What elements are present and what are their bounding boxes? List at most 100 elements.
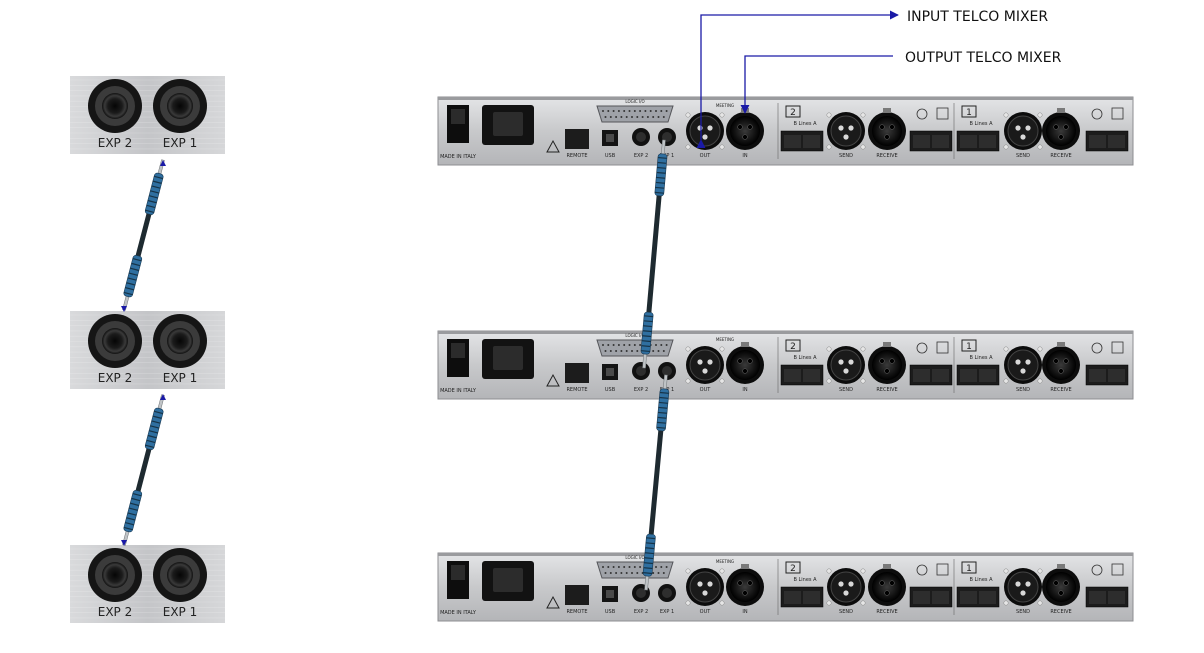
exp1-port <box>658 128 676 146</box>
line2-number: 2 <box>790 108 796 118</box>
line1-number: 1 <box>966 342 972 352</box>
in-label: IN <box>742 609 747 615</box>
line1-send-xlr <box>1003 568 1043 606</box>
phone-icon <box>916 342 928 354</box>
exp1-port-label: EXP 1 <box>660 609 674 615</box>
line1-send-label: SEND <box>1016 609 1030 615</box>
made-in-italy-label: MADE IN ITALY <box>440 388 477 394</box>
exp2-port <box>632 128 650 146</box>
remote-label: REMOTE <box>566 609 587 615</box>
closeup-column: EXP 2 EXP 1 EXP 2 EXP 1 EXP 2 EXP 1 <box>70 76 225 623</box>
line1-rj11-pair <box>956 364 1000 386</box>
line2-send-xlr <box>826 568 866 606</box>
line1-receive-label: RECEIVE <box>1050 609 1071 615</box>
line1-lines-label: B Lines A <box>969 577 993 583</box>
in-label: IN <box>742 387 747 393</box>
line1-lines-label: B Lines A <box>969 355 993 361</box>
exp2-jack-label: EXP 2 <box>98 371 133 385</box>
connection-arrow-icon <box>160 160 166 166</box>
input-telco-mixer-label: INPUT TELCO MIXER <box>907 9 1048 25</box>
usb-label: USB <box>605 387 616 393</box>
logic-io-port <box>596 105 674 123</box>
power-switch <box>447 339 469 377</box>
closeup-panel: EXP 2 EXP 1 <box>70 311 225 389</box>
out-label: OUT <box>700 387 712 393</box>
exp1-jack-label: EXP 1 <box>163 371 198 385</box>
usb-port <box>602 130 618 146</box>
line2-phone-rj11 <box>909 586 953 608</box>
headset-icon <box>1111 107 1124 120</box>
remote-label: REMOTE <box>566 153 587 159</box>
exp1-port <box>658 584 676 602</box>
exp1-jack <box>153 314 207 368</box>
line2-send-xlr <box>826 112 866 150</box>
line1-receive-label: RECEIVE <box>1050 153 1071 159</box>
line2-rj11-pair <box>780 586 824 608</box>
remote-port <box>565 129 589 149</box>
line1-lines-label: B Lines A <box>969 121 993 127</box>
remote-port <box>565 585 589 605</box>
warning-icon <box>546 373 560 387</box>
meeting-label: MEETING <box>716 337 734 342</box>
line1-number: 1 <box>966 108 972 118</box>
power-switch <box>447 561 469 599</box>
line2-phone-rj11 <box>909 130 953 152</box>
closeup-cable <box>122 394 165 546</box>
line2-receive-label: RECEIVE <box>876 153 897 159</box>
exp2-port-label: EXP 2 <box>634 387 648 393</box>
line1-send-xlr <box>1003 346 1043 384</box>
connection-arrow-icon <box>121 306 127 312</box>
phone-icon <box>1091 342 1103 354</box>
in-xlr <box>726 342 764 384</box>
exp1-jack-label: EXP 1 <box>163 605 198 619</box>
line1-rj11-pair <box>956 586 1000 608</box>
out-label: OUT <box>700 609 712 615</box>
line1-receive-label: RECEIVE <box>1050 387 1071 393</box>
exp1-jack <box>153 79 207 133</box>
line2-receive-label: RECEIVE <box>876 609 897 615</box>
line1-receive-xlr <box>1042 564 1080 606</box>
usb-label: USB <box>605 609 616 615</box>
line1-rj11-pair <box>956 130 1000 152</box>
exp2-jack-label: EXP 2 <box>98 605 133 619</box>
output-telco-mixer-label: OUTPUT TELCO MIXER <box>905 50 1062 66</box>
logic-io-label: LOGIC I/O <box>625 99 644 104</box>
exp1-port <box>658 362 676 380</box>
line1-send-label: SEND <box>1016 153 1030 159</box>
usb-port <box>602 586 618 602</box>
usb-port <box>602 364 618 380</box>
headset-icon <box>1111 341 1124 354</box>
meeting-label: MEETING <box>716 103 734 108</box>
power-inlet <box>482 339 534 379</box>
line1-send-xlr <box>1003 112 1043 150</box>
line1-number: 1 <box>966 564 972 574</box>
line2-number: 2 <box>790 564 796 574</box>
line2-send-label: SEND <box>839 609 853 615</box>
closeup-panel: EXP 2 EXP 1 <box>70 76 225 154</box>
phone-icon <box>1091 564 1103 576</box>
exp2-port-label: EXP 2 <box>634 609 648 615</box>
headset-icon <box>936 107 949 120</box>
headset-icon <box>936 563 949 576</box>
exp1-jack-label: EXP 1 <box>163 136 198 150</box>
exp2-jack <box>88 79 142 133</box>
usb-label: USB <box>605 153 616 159</box>
headset-icon <box>936 341 949 354</box>
unit-link-cable <box>640 139 668 369</box>
exp2-jack-label: EXP 2 <box>98 136 133 150</box>
line1-phone-rj11 <box>1085 586 1129 608</box>
exp2-port-label: EXP 2 <box>634 153 648 159</box>
line1-receive-xlr <box>1042 342 1080 384</box>
logic-io-label: LOGIC I/O <box>625 555 644 560</box>
in-label: IN <box>742 153 747 159</box>
line2-lines-label: B Lines A <box>793 121 817 127</box>
line2-send-xlr <box>826 346 866 384</box>
line2-receive-label: RECEIVE <box>876 387 897 393</box>
line2-phone-rj11 <box>909 364 953 386</box>
exp2-port <box>632 362 650 380</box>
line2-number: 2 <box>790 342 796 352</box>
